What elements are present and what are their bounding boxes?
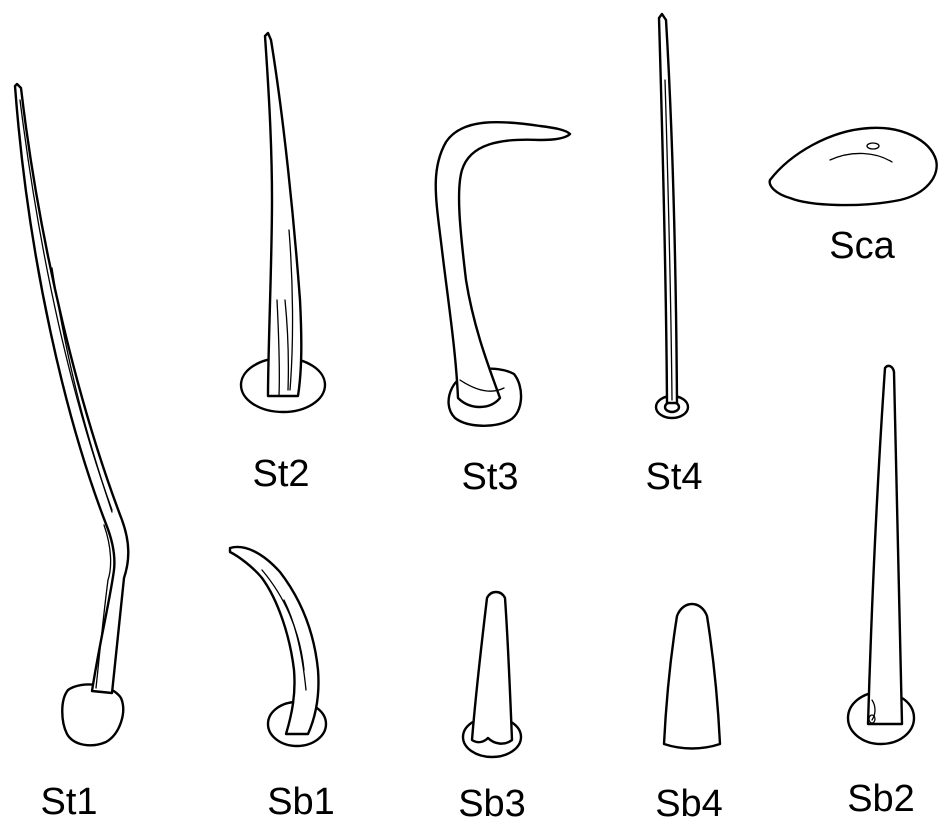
label-sb1: Sb1 <box>267 783 335 821</box>
st2-drawing <box>241 33 325 412</box>
sb3-drawing <box>463 592 521 757</box>
sb1-drawing <box>230 547 326 746</box>
st4-drawing <box>656 14 688 418</box>
label-st2: St2 <box>252 455 309 493</box>
sca-drawing <box>770 128 937 205</box>
sb4-drawing <box>664 604 720 749</box>
label-sb3: Sb3 <box>458 785 526 823</box>
label-sb4: Sb4 <box>655 785 723 823</box>
label-st3: St3 <box>461 458 518 496</box>
label-st1: St1 <box>40 783 97 821</box>
label-sb2: Sb2 <box>847 780 915 818</box>
st3-drawing <box>436 122 570 426</box>
sb2-drawing <box>848 366 914 744</box>
st1-drawing <box>15 84 128 745</box>
label-st4: St4 <box>645 458 702 496</box>
label-sca: Sca <box>829 227 894 265</box>
